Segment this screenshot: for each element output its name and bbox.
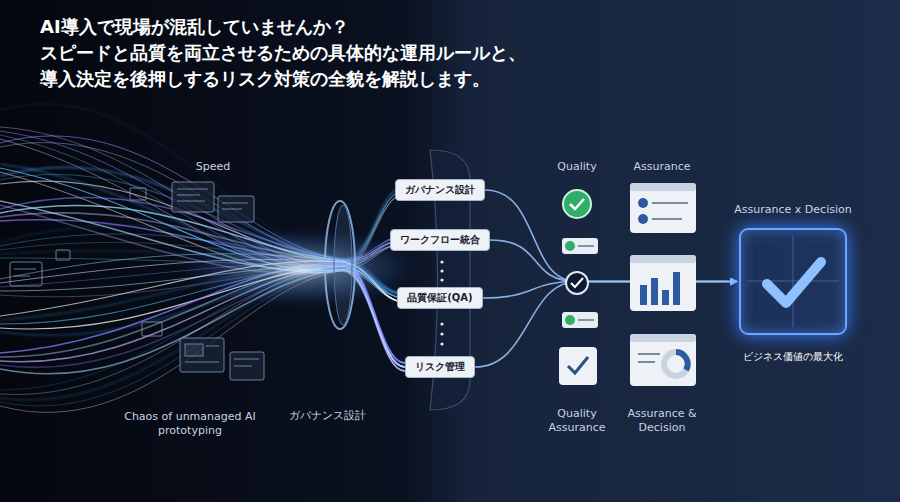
- decision-node: Assurance x Decision ビジネス価値の最大化: [729, 203, 857, 364]
- document-icons-part: [180, 338, 224, 372]
- document-icons-part: [14, 276, 30, 277]
- document-icons-part: [206, 346, 219, 347]
- assurance-cards-part: [676, 352, 688, 370]
- assurance-cards-part: [664, 352, 688, 376]
- document-icons-part: [56, 250, 70, 260]
- node-body: ビジネス価値の最大化: [729, 350, 857, 364]
- document-icons-part: [218, 196, 254, 222]
- document-icons-part: [185, 344, 203, 356]
- document-icons-part: [177, 195, 200, 196]
- flow-connector: [483, 282, 737, 299]
- quality-column-part: [570, 199, 584, 209]
- annotation-label: Assurance & Decision: [617, 407, 707, 436]
- assurance-cards-part: [652, 218, 682, 220]
- ellipsis-dots-part: [440, 278, 443, 281]
- quality-column-part: [563, 190, 591, 218]
- check-mark: [767, 262, 821, 303]
- title-text: AI導入で現場が混乱していませんか？ スピードと品質を両立させるための具体的な運…: [40, 14, 600, 92]
- quality-column-part: [578, 319, 594, 321]
- document-icons-part: [222, 209, 242, 210]
- document-icons-part: [234, 359, 259, 360]
- quality-column-part: [571, 278, 583, 287]
- light-stream: [0, 194, 405, 395]
- assurance-cards-part: [630, 183, 696, 191]
- assurance-cards-part: [662, 290, 669, 305]
- annotation-label: Assurance: [617, 160, 707, 174]
- process-pill: ワークフロー統合: [390, 229, 490, 251]
- annotation-label: ガバナンス設計: [272, 409, 382, 423]
- quality-column-part: [562, 312, 598, 328]
- document-icons-part: [130, 188, 146, 200]
- assurance-cards-part: [630, 255, 696, 311]
- assurance-cards-part: [652, 202, 688, 204]
- pill-text: リスク管理: [415, 361, 465, 372]
- assurance-cards: [630, 183, 696, 386]
- process-pill: ガバナンス設計: [395, 179, 485, 201]
- assurance-cards-part: [651, 278, 658, 305]
- quality-column-part: [562, 238, 598, 254]
- process-pill: リスク管理: [405, 356, 475, 378]
- assurance-cards-part: [630, 183, 696, 233]
- pill-text: ガバナンス設計: [405, 184, 475, 195]
- check-mark: [741, 230, 845, 333]
- lens-inner: [334, 205, 352, 325]
- assurance-cards-part: [673, 272, 680, 305]
- quality-column-part: [565, 241, 575, 251]
- pill-text: 品質保証(QA): [407, 292, 472, 303]
- pill-text: ワークフロー統合: [400, 234, 480, 245]
- document-icons-part: [222, 203, 248, 204]
- assurance-cards-part: [638, 353, 660, 355]
- ellipsis-dots-part: [440, 342, 443, 345]
- quality-column-part: [559, 347, 597, 385]
- document-icons-part: [234, 366, 252, 367]
- assurance-cards-part: [640, 285, 647, 305]
- document-icons-part: [177, 201, 205, 202]
- document-icons-part: [142, 322, 162, 336]
- quality-column-part: [565, 315, 575, 325]
- annotation-label: Speed: [153, 160, 273, 174]
- annotation-label: Quality: [542, 160, 612, 174]
- assurance-cards-part: [630, 255, 696, 263]
- light-core: [180, 228, 420, 308]
- quality-column-part: [566, 272, 588, 294]
- annotation-label: Quality Assurance: [542, 407, 612, 436]
- frame-grid: [747, 281, 839, 282]
- assurance-cards-part: [638, 198, 648, 208]
- document-icons-part: [10, 262, 42, 286]
- document-icons: [10, 182, 264, 380]
- flow-connector: [485, 190, 737, 282]
- flow-connector: [490, 240, 737, 282]
- ellipsis-dots-part: [440, 322, 443, 325]
- document-icons-part: [14, 269, 36, 270]
- ellipsis-dots-part: [440, 269, 443, 272]
- assurance-cards-part: [630, 334, 696, 342]
- light-stream: [0, 194, 405, 412]
- glow-frame: [739, 228, 847, 335]
- annotation-label: Chaos of unmanaged AI prototyping: [100, 410, 280, 439]
- assurance-cards-part: [638, 361, 655, 363]
- ellipsis-dots-part: [440, 332, 443, 335]
- assurance-cards-part: [638, 214, 648, 224]
- document-icons-part: [172, 182, 214, 212]
- quality-column-part: [568, 357, 588, 373]
- document-icons-part: [230, 352, 264, 380]
- process-pill: 品質保証(QA): [397, 287, 482, 309]
- flow-connector: [475, 282, 737, 368]
- document-icons-part: [177, 189, 208, 190]
- light-stream: [0, 190, 405, 406]
- lens: [325, 201, 355, 329]
- document-icons-part: [185, 362, 219, 363]
- ellipsis-dots-part: [440, 260, 443, 263]
- quality-column: [559, 190, 598, 385]
- quality-column-part: [578, 245, 594, 247]
- node-heading: Assurance x Decision: [729, 203, 857, 217]
- assurance-cards-part: [630, 334, 696, 386]
